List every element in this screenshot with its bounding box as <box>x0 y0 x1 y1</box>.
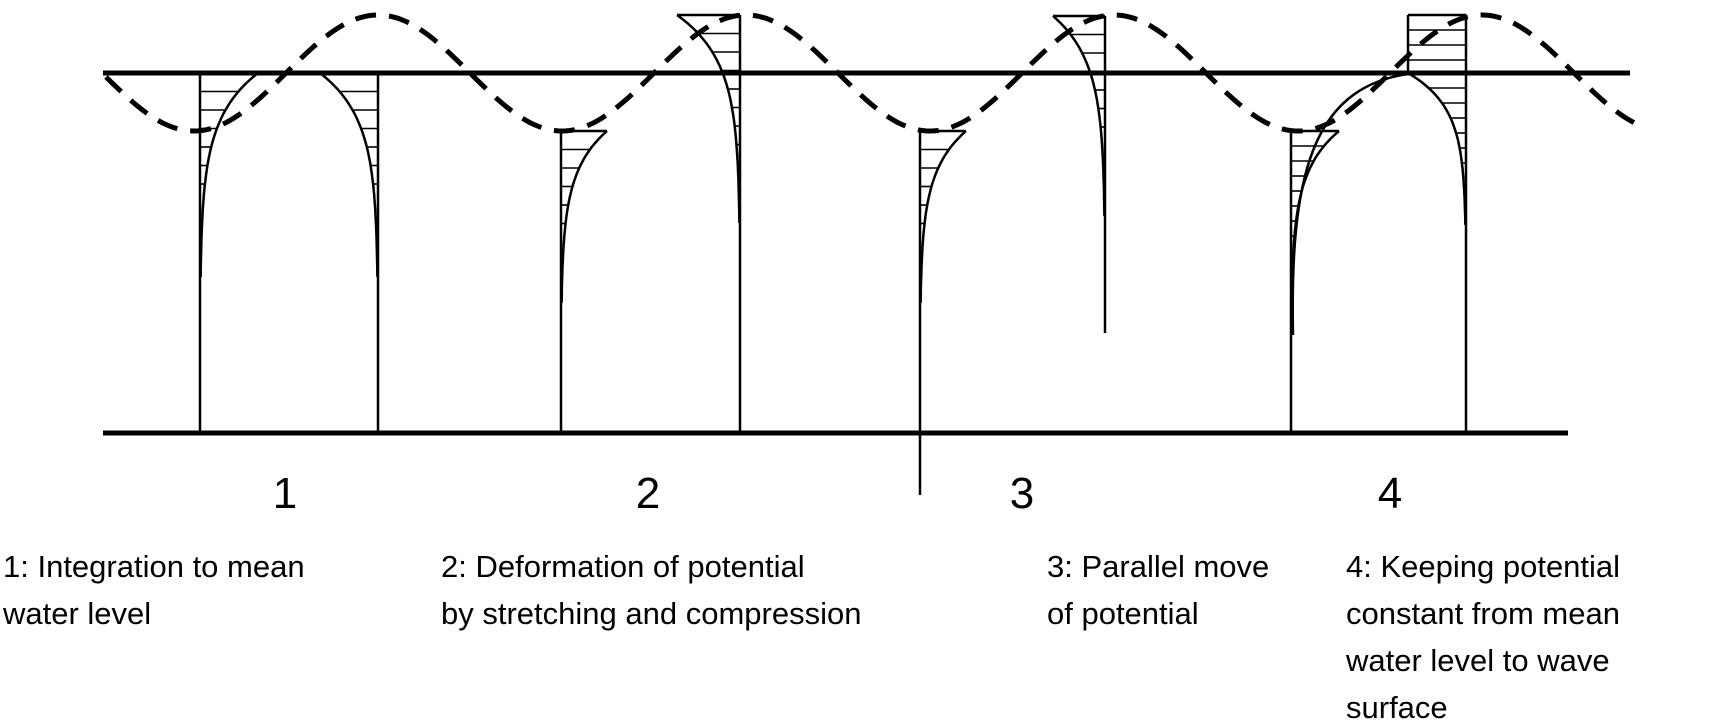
potential-profile-curve <box>1290 130 1340 303</box>
caption-line: 3: Parallel move <box>1047 549 1269 584</box>
group-number-1: 1 <box>273 469 297 518</box>
caption-line: of potential <box>1047 596 1199 631</box>
caption-line: constant from mean <box>1346 596 1620 631</box>
potential-arch-curve <box>1291 72 1409 336</box>
potential-profile-curve <box>1052 15 1106 217</box>
method-group-3 <box>918 14 1107 495</box>
potential-profile-curve <box>919 130 967 304</box>
caption-line: by stretching and compression <box>441 596 861 631</box>
caption-line: 1: Integration to mean <box>3 549 305 584</box>
caption-2: 2: Deformation of potential by stretchin… <box>441 549 861 631</box>
method-group-1 <box>198 72 380 433</box>
group-number-3: 3 <box>1010 469 1034 518</box>
potential-profile-curve <box>676 13 741 224</box>
caption-1: 1: Integration to mean water level <box>2 549 313 631</box>
caption-3: 3: Parallel move of potential <box>1047 549 1278 631</box>
method-group-2 <box>559 13 742 433</box>
group-number-4: 4 <box>1378 469 1402 518</box>
potential-profile-curve <box>199 72 259 278</box>
caption-line: 2: Deformation of potential <box>441 549 805 584</box>
wave-surface-curve <box>104 12 1636 134</box>
potential-profile-curve <box>560 130 608 304</box>
group-number-2: 2 <box>636 469 660 518</box>
method-group-4 <box>1289 13 1468 433</box>
caption-line: water level <box>2 596 151 631</box>
caption-line: surface <box>1346 690 1448 725</box>
potential-profile-curve <box>319 72 379 278</box>
potential-profile-curve <box>1407 71 1467 225</box>
caption-line: 4: Keeping potential <box>1346 549 1620 584</box>
caption-4: 4: Keeping potential constant from mean … <box>1345 549 1629 725</box>
caption-line: water level to wave <box>1345 643 1610 678</box>
